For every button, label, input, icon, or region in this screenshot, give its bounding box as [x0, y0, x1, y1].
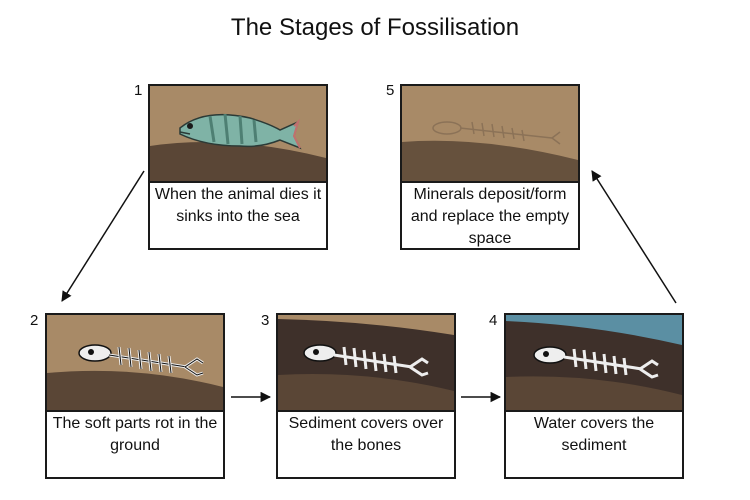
- arrow-1-to-2: [61, 170, 145, 302]
- fish-icon: [179, 113, 302, 150]
- stage-2-number: 2: [30, 312, 39, 329]
- stage-2-card: The soft parts rot in the ground: [45, 313, 225, 479]
- stage-3-number: 3: [261, 312, 270, 329]
- stage-3-card: Sediment covers over the bones: [276, 313, 456, 479]
- stage-4-illustration: [506, 315, 682, 412]
- skeleton-icon: [533, 346, 659, 379]
- stage-2-illustration: [47, 315, 223, 412]
- stage-4-number: 4: [489, 312, 498, 329]
- stage-1-caption: When the animal dies it sinks into the s…: [154, 186, 322, 225]
- skeleton-icon: [78, 344, 204, 377]
- stage-5-illustration: [402, 86, 578, 183]
- stage-5-caption: Minerals deposit/form and replace the em…: [410, 186, 570, 247]
- stage-5-card: Minerals deposit/form and replace the em…: [400, 84, 580, 250]
- stage-1-number: 1: [134, 82, 143, 99]
- page-title: The Stages of Fossilisation: [230, 14, 520, 41]
- stage-4-card: Water covers the sediment: [504, 313, 684, 479]
- stage-1-card: When the animal dies it sinks into the s…: [148, 84, 328, 250]
- stage-5-number: 5: [386, 82, 395, 99]
- stage-3-caption: Sediment covers over the bones: [288, 415, 444, 454]
- stage-3-illustration: [278, 315, 454, 412]
- fossil-imprint-icon: [432, 121, 561, 145]
- stage-2-caption: The soft parts rot in the ground: [52, 415, 218, 454]
- stage-4-caption: Water covers the sediment: [533, 415, 655, 454]
- skeleton-icon: [303, 344, 429, 377]
- arrow-4-to-5: [591, 170, 677, 304]
- stage-1-illustration: [150, 86, 326, 183]
